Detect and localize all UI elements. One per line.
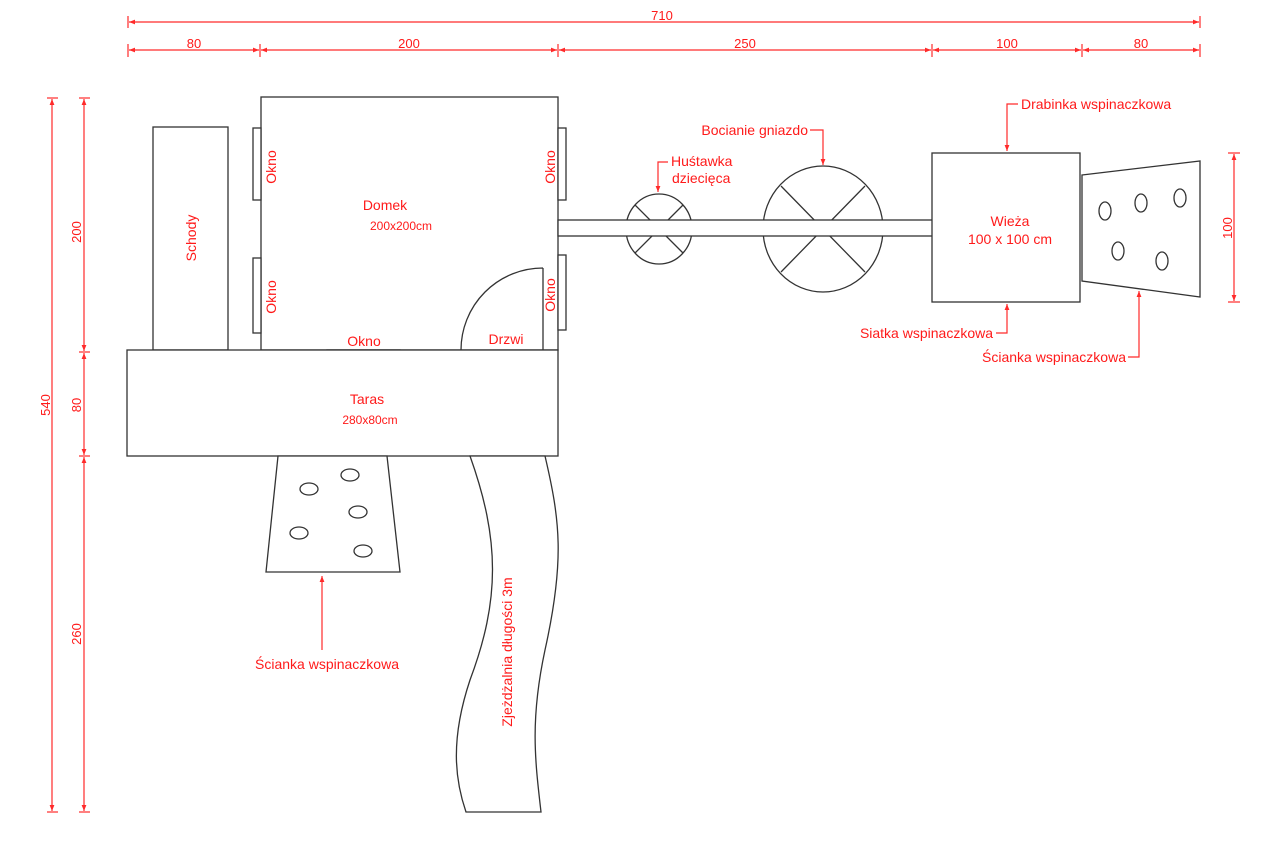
house-size: 200x200cm — [370, 219, 432, 233]
door — [460, 267, 544, 351]
window-left-top — [252, 127, 262, 201]
dim-width-4: 100 — [996, 36, 1018, 51]
swing-beam — [557, 219, 954, 237]
dim-height-2: 80 — [69, 398, 84, 412]
climbing-wall-right-label: Ścianka wspinaczkowa — [982, 348, 1126, 365]
dim-width-2: 200 — [398, 36, 420, 51]
swing-label-2: dziecięca — [672, 170, 731, 186]
window-label: Okno — [542, 150, 558, 184]
tower-size: 100 x 100 cm — [968, 231, 1052, 247]
top-dimensions: 710 80 200 250 100 80 — [127, 8, 1201, 57]
dim-height-1: 200 — [69, 221, 84, 243]
climbing-net-label: Siatka wspinaczkowa — [860, 325, 993, 341]
door-label: Drzwi — [489, 331, 524, 347]
terrace — [126, 349, 559, 457]
stairs — [152, 126, 229, 351]
climbing-wall-right — [1081, 160, 1201, 298]
tower — [931, 152, 1081, 303]
slide-label: Zjeżdżalnia długości 3m — [499, 577, 515, 726]
dim-total-width: 710 — [651, 8, 673, 23]
dim-height-3: 260 — [69, 623, 84, 645]
house — [260, 96, 559, 351]
tower-label: Wieża — [991, 213, 1030, 229]
dim-width-3: 250 — [734, 36, 756, 51]
window-label: Okno — [263, 280, 279, 314]
house-label: Domek — [363, 197, 408, 213]
window-label: Okno — [347, 333, 381, 349]
window-label: Okno — [263, 150, 279, 184]
dim-width-1: 80 — [187, 36, 201, 51]
window-right-bottom — [557, 254, 567, 331]
slide — [455, 455, 559, 813]
terrace-size: 280x80cm — [342, 413, 397, 427]
window-right-top — [557, 127, 567, 201]
swing-label-1: Huśtawka — [671, 153, 733, 169]
dim-total-height: 540 — [38, 394, 53, 416]
climbing-wall-bottom-label: Ścianka wspinaczkowa — [255, 655, 399, 672]
window-left-bottom — [252, 257, 262, 334]
stairs-label: Schody — [183, 215, 199, 262]
terrace-label: Taras — [350, 391, 384, 407]
dim-wall-height: 100 — [1220, 217, 1235, 239]
dim-width-5: 80 — [1134, 36, 1148, 51]
left-dimensions: 540 200 80 260 — [38, 97, 90, 813]
climbing-wall-bottom — [265, 455, 401, 573]
stork-nest-label: Bocianie gniazdo — [701, 122, 808, 138]
window-label: Okno — [542, 278, 558, 312]
ladder-label: Drabinka wspinaczkowa — [1021, 96, 1171, 112]
